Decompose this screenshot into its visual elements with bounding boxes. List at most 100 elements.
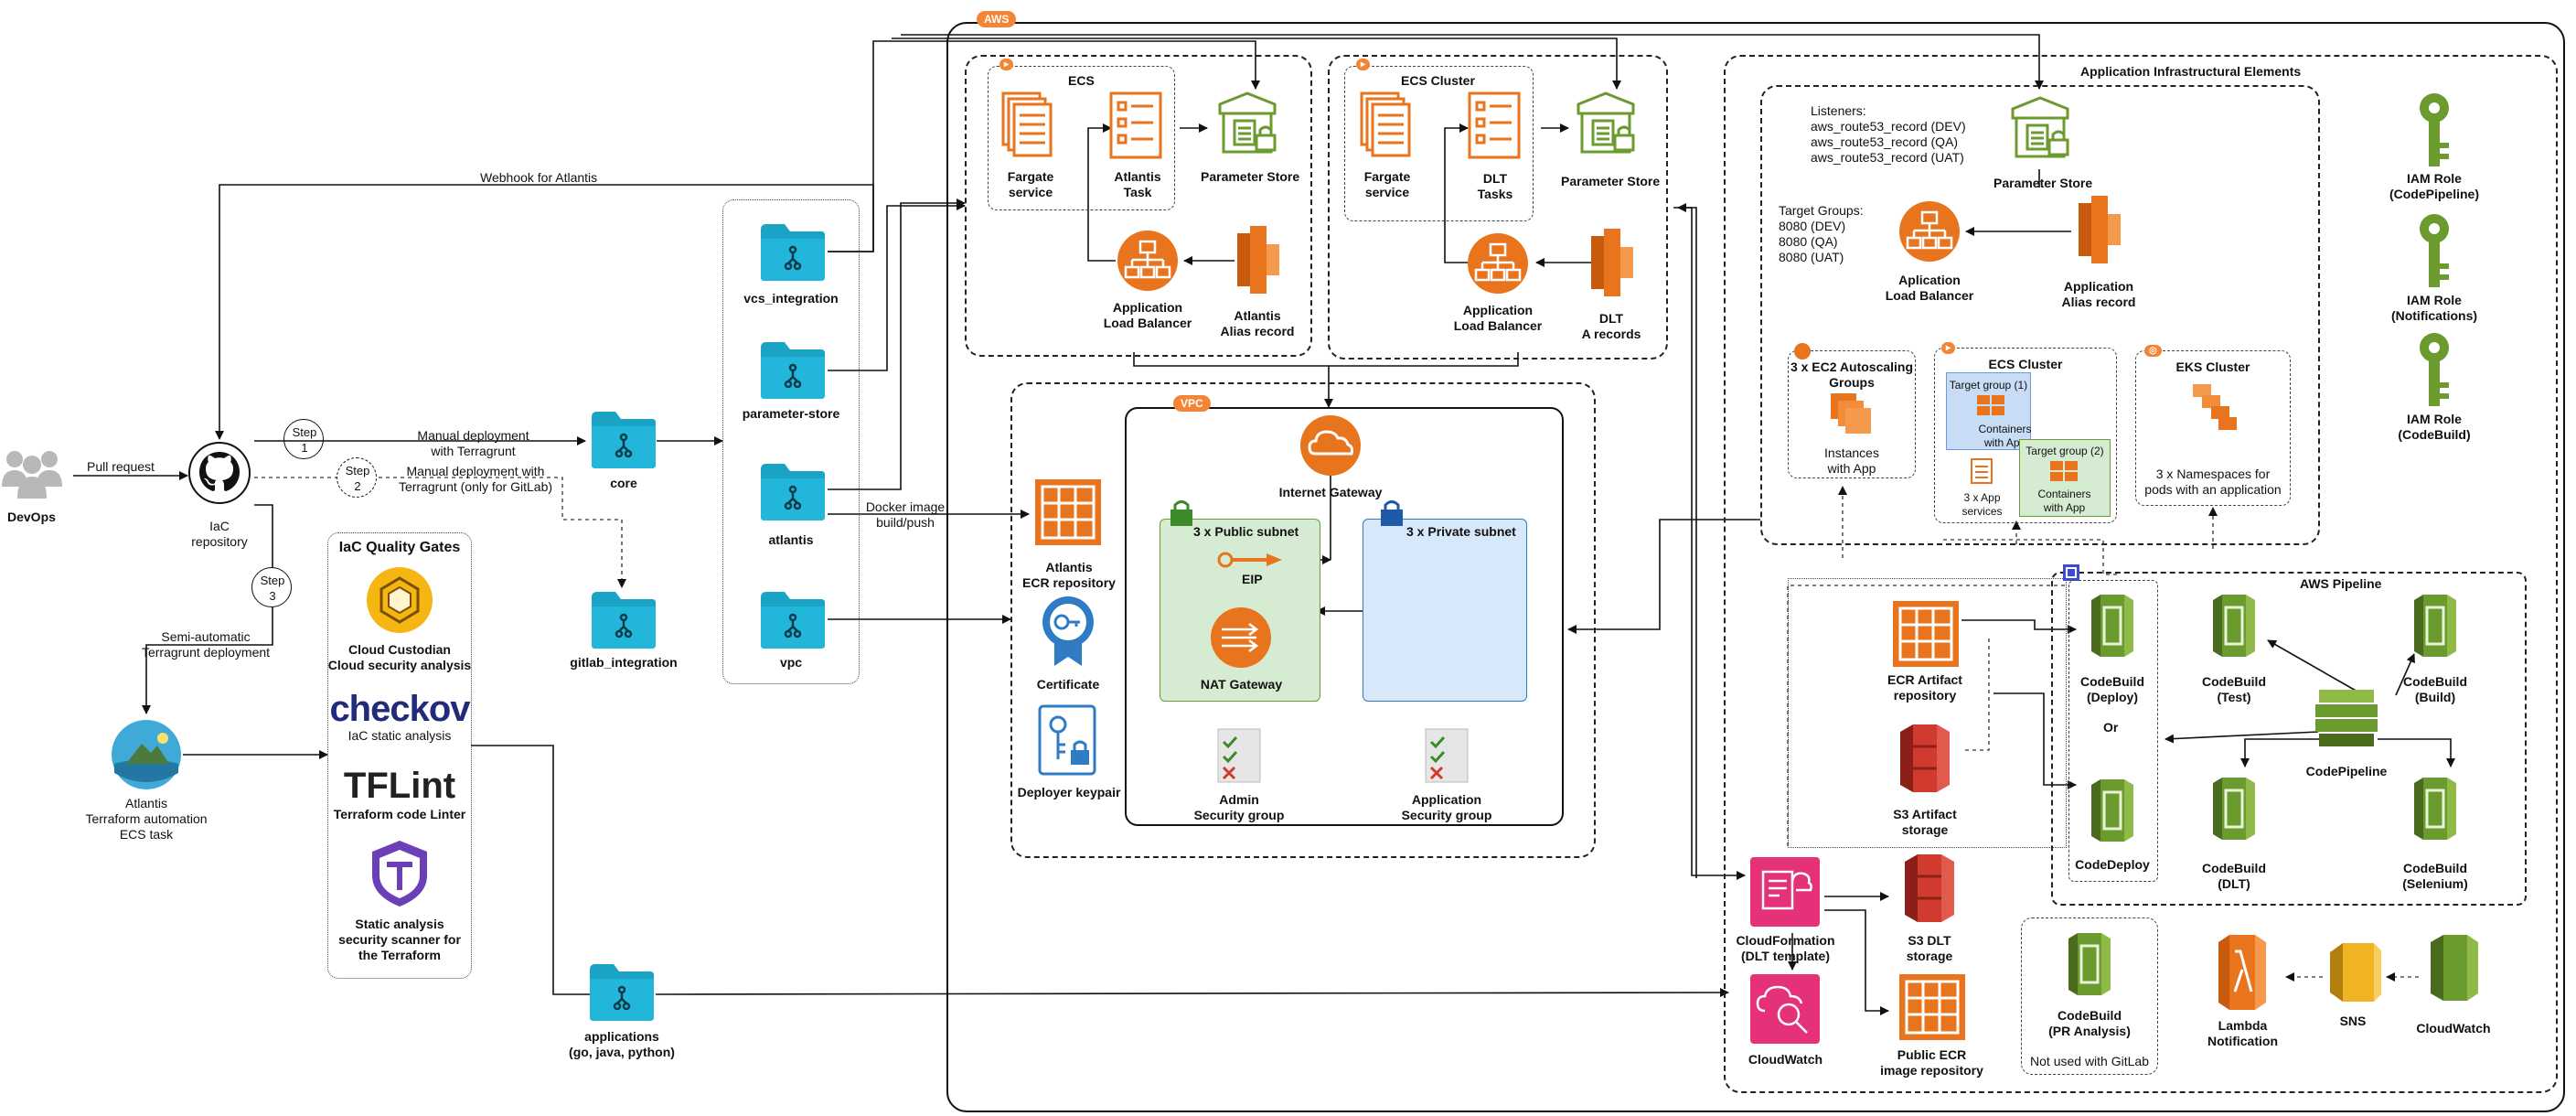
folder-core-label: core	[610, 476, 637, 490]
folder-parameter-store-icon[interactable]	[759, 340, 827, 401]
iam-role-codebuild-icon	[2420, 333, 2449, 406]
codebuild-selenium-icon	[2414, 778, 2456, 840]
codebuild-dlt-icon	[2213, 778, 2255, 840]
codedeploy-icon	[2091, 779, 2133, 842]
certificate-icon	[1042, 596, 1094, 666]
artifact-dotted-box	[1788, 578, 2067, 848]
containers-icon-1	[1977, 395, 2004, 415]
webhook-label: Webhook for Atlantis	[480, 170, 598, 185]
app-sg-icon	[1425, 728, 1469, 783]
ecr-icon	[1035, 479, 1101, 545]
or-label: Or	[2103, 720, 2119, 735]
cloudwatch-icon	[1750, 974, 1820, 1044]
deploy-option-box	[2068, 580, 2158, 882]
pipeline-badge-icon	[2063, 564, 2079, 581]
vpc-outer-box	[1010, 382, 1596, 858]
keypair-icon	[1038, 704, 1096, 776]
ecs-dlt-title: ECS Cluster	[1401, 73, 1475, 88]
folder-group-box	[722, 199, 860, 684]
tflint-logo: TFLint	[343, 766, 456, 806]
codebuild-pr-icon	[2068, 933, 2111, 995]
vpc-badge: VPC	[1173, 395, 1211, 412]
github-icon	[188, 442, 251, 504]
target-group-2-label: Target group (2)	[2026, 445, 2104, 457]
asg-box	[1788, 350, 1916, 478]
devops-label: DevOps	[7, 510, 56, 524]
cloudwatch-green-label: CloudWatch	[2416, 1021, 2491, 1036]
folder-atlantis-icon[interactable]	[759, 462, 827, 522]
ecs-atlantis-inner	[988, 66, 1175, 210]
lock-private-icon	[1381, 500, 1403, 526]
fargate-icon-2	[1360, 91, 1411, 157]
folder-gitlab-integration-icon[interactable]	[590, 590, 657, 650]
eks-badge: ◎	[2144, 345, 2162, 357]
app-ecs-badge: ▸	[1941, 342, 1956, 354]
iam-role-codebuild-label: IAM Role(CodeBuild)	[2398, 412, 2471, 442]
ecr-artifact-icon	[1893, 601, 1959, 667]
quality-gates-title: IaC Quality Gates	[338, 540, 461, 555]
parameter-store-icon	[1218, 91, 1277, 154]
codebuild-test-icon	[2213, 595, 2255, 657]
public-subnet-label: 3 x Public subnet	[1193, 524, 1299, 539]
cloudwatch-green-icon	[2431, 935, 2478, 1001]
alb-icon	[1117, 231, 1178, 291]
folder-vpc-label: vpc	[779, 655, 803, 670]
pr-analysis-box	[2021, 917, 2158, 1075]
app-ecs-title: ECS Cluster	[1988, 357, 2063, 371]
alb-icon-2	[1468, 233, 1528, 294]
codebuild-selenium-label: CodeBuild(Selenium)	[2402, 861, 2468, 891]
sns-label: SNS	[2339, 1014, 2367, 1028]
pull-request-label: Pull request	[87, 459, 155, 474]
iam-role-notifications-label: IAM Role(Notifications)	[2390, 293, 2478, 323]
checkov-logo: checkov	[329, 689, 470, 729]
cloudformation-icon	[1750, 857, 1820, 927]
codebuild-dlt-label: CodeBuild(DLT)	[2202, 861, 2266, 891]
ecs-atlantis-box	[965, 55, 1312, 357]
ecs-dlt-inner	[1344, 66, 1534, 221]
folder-vcs-integration-icon[interactable]	[759, 222, 827, 283]
task-list-icon	[1109, 91, 1162, 159]
quality-gates-box	[327, 532, 472, 979]
atlantis-island-icon	[112, 720, 181, 789]
parameter-store-label: Parameter Store	[1201, 169, 1300, 184]
cloudformation-label: CloudFormation(DLT template)	[1736, 933, 1835, 963]
eks-pods-icon	[2193, 384, 2237, 430]
folder-gitlab-integration-label: gitlab_integration	[570, 655, 678, 670]
eip-icon	[1217, 552, 1282, 568]
tflint-desc: Terraform code Linter	[333, 807, 466, 821]
app-infra-inner	[1760, 85, 2320, 545]
folder-core-icon[interactable]	[590, 410, 657, 470]
eks-box	[2135, 350, 2291, 506]
folder-vpc-icon[interactable]	[759, 590, 827, 650]
not-used-gitlab-label: Not used with GitLab	[2030, 1054, 2149, 1068]
aws-pipeline-title: AWS Pipeline	[2300, 576, 2382, 591]
codebuild-pr-label: CodeBuild(PR Analysis)	[2048, 1008, 2131, 1038]
folder-applications-icon[interactable]	[588, 962, 656, 1023]
keypair-label: Deployer keypair	[1017, 785, 1121, 799]
codebuild-deploy-label: CodeBuild(Deploy)	[2080, 674, 2144, 704]
aws-cloud-boundary	[946, 22, 2565, 1112]
lock-public-icon	[1170, 500, 1192, 526]
codebuild-deploy-icon	[2091, 595, 2133, 657]
s3-artifact-icon	[1900, 724, 1950, 792]
codedeploy-label: CodeDeploy	[2075, 857, 2150, 872]
s3-dlt-icon	[1905, 854, 1954, 922]
ecs-dlt-box	[1328, 55, 1668, 359]
cloud-custodian-icon	[367, 567, 433, 633]
